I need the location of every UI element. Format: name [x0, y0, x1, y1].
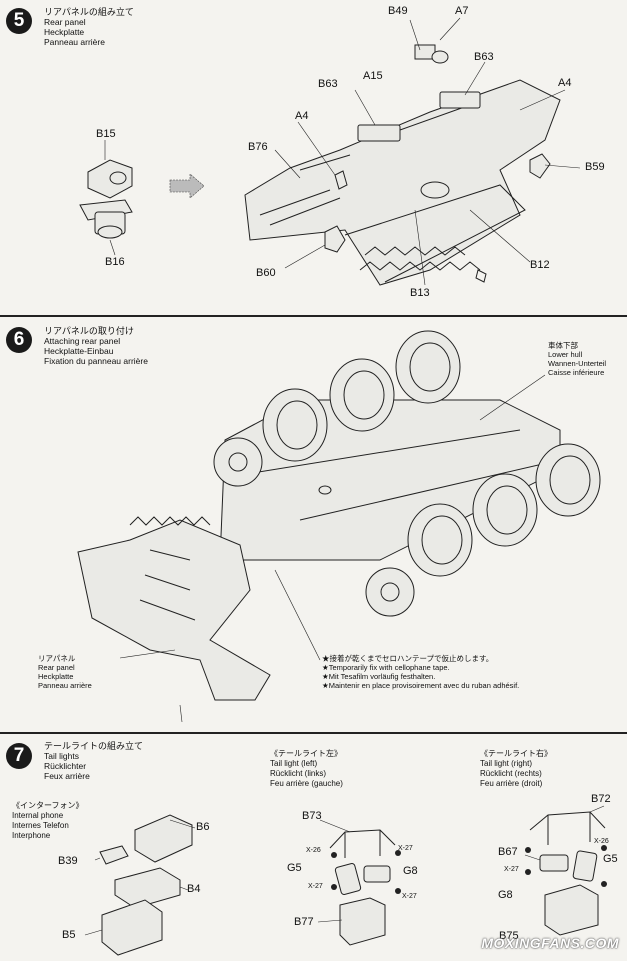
rear-panel-en: Rear panel — [38, 663, 75, 672]
part-label-g5-left: G5 — [287, 862, 302, 874]
step-5-title: リアパネルの組み立て Rear panel Heckplatte Panneau… — [44, 7, 134, 47]
step-7-number: 7 — [6, 743, 32, 769]
left-jp: 《テールライト左》 — [270, 749, 342, 758]
part-label-a7: A7 — [455, 5, 469, 17]
part-label-x27-right: X-27 — [504, 866, 519, 873]
left-en: Tail light (left) — [270, 759, 318, 768]
step-5-title-fr: Panneau arrière — [44, 37, 105, 47]
step-6-title: リアパネルの取り付け Attaching rear panel Heckplat… — [44, 326, 148, 366]
step-divider-5-6 — [0, 315, 627, 317]
right-jp: 《テールライト右》 — [480, 749, 552, 758]
part-label-b15: B15 — [96, 128, 116, 140]
tape-note-jp: ★接着が乾くまでセロハンテープで仮止めします。 — [322, 654, 494, 663]
tail-light-left-drawing — [317, 819, 401, 946]
direction-arrow — [169, 173, 205, 199]
part-label-a4-left: A4 — [295, 110, 309, 122]
part-label-b60: B60 — [256, 267, 276, 279]
part-label-g8-left: G8 — [403, 865, 418, 877]
part-label-b63-right: B63 — [474, 51, 494, 63]
tape-note: ★接着が乾くまでセロハンテープで仮止めします。 ★Temporarily fix… — [322, 654, 519, 690]
part-label-a15: A15 — [363, 70, 383, 82]
step-5-number: 5 — [6, 8, 32, 34]
part-label-b73: B73 — [302, 810, 322, 822]
lower-hull-de: Wannen-Unterteil — [548, 359, 607, 368]
step-7-title-de: Rücklichter — [44, 761, 87, 771]
tail-light-right-drawing — [524, 805, 607, 936]
part-label-b13: B13 — [410, 287, 430, 299]
rear-panel-jp: リアパネル — [38, 654, 76, 663]
part-label-x27-left-top: X-27 — [398, 845, 413, 852]
part-label-x26-left: X-26 — [306, 847, 321, 854]
step-7-title-jp: テールライトの組み立て — [44, 741, 144, 751]
tape-note-fr: ★Maintenir en place provisoirement avec … — [322, 681, 520, 690]
b15-b16-hinge-drawing — [79, 140, 133, 256]
phone-jp: 《インターフォン》 — [12, 801, 84, 810]
internal-phone-heading: 《インターフォン》 Internal phone Internes Telefo… — [12, 801, 84, 841]
right-en: Tail light (right) — [480, 759, 533, 768]
phone-de: Internes Telefon — [12, 821, 69, 830]
lower-hull-jp: 車体下部 — [548, 341, 578, 350]
part-label-b6: B6 — [196, 821, 210, 833]
step-6-title-fr: Fixation du panneau arrière — [44, 356, 148, 366]
phone-en: Internal phone — [12, 811, 64, 820]
phone-fr: Interphone — [12, 831, 51, 840]
tail-light-right-heading: 《テールライト右》 Tail light (right) Rücklicht (… — [480, 749, 552, 789]
part-label-a4-right: A4 — [558, 77, 572, 89]
part-label-b63-left: B63 — [318, 78, 338, 90]
tail-light-left-heading: 《テールライト左》 Tail light (left) Rücklicht (l… — [270, 749, 343, 789]
lower-hull-en: Lower hull — [548, 350, 583, 359]
step-6-title-de: Heckplatte-Einbau — [44, 346, 114, 356]
tape-note-en: ★Temporarily fix with cellophane tape. — [322, 663, 450, 672]
step-7-title: テールライトの組み立て Tail lights Rücklichter Feux… — [44, 741, 143, 781]
part-label-b67: B67 — [498, 846, 518, 858]
step-5-title-en: Rear panel — [44, 17, 86, 27]
part-label-b72: B72 — [591, 793, 611, 805]
part-label-b76: B76 — [248, 141, 268, 153]
part-label-b16: B16 — [105, 256, 125, 268]
step-5-title-jp: リアパネルの組み立て — [44, 7, 134, 17]
right-fr: Feu arrière (droit) — [480, 779, 543, 788]
left-de: Rücklicht (links) — [270, 769, 327, 778]
rear-panel-assembly-drawing — [244, 17, 581, 286]
tape-note-de: ★Mit Tesafilm vorläufig festhalten. — [322, 672, 436, 681]
step-7-title-fr: Feux arrière — [44, 771, 90, 781]
step-divider-6-7 — [0, 732, 627, 734]
part-label-g5-right: G5 — [603, 853, 618, 865]
part-label-b77: B77 — [294, 916, 314, 928]
part-label-b75: B75 — [499, 930, 519, 942]
lower-hull-fr: Caisse inférieure — [548, 368, 605, 377]
right-de: Rücklicht (rechts) — [480, 769, 542, 778]
part-label-g8-right: G8 — [498, 889, 513, 901]
left-fr: Feu arrière (gauche) — [270, 779, 343, 788]
rear-panel-fr: Panneau arrière — [38, 681, 92, 690]
rear-panel-de: Heckplatte — [38, 672, 74, 681]
lower-hull-drawing — [77, 330, 601, 723]
part-label-b12: B12 — [530, 259, 550, 271]
rear-panel-label: リアパネル Rear panel Heckplatte Panneau arri… — [38, 654, 92, 690]
watermark: MOXINGFANS.COM — [481, 935, 619, 951]
part-label-x26-right: X-26 — [594, 838, 609, 845]
step-5-title-de: Heckplatte — [44, 27, 85, 37]
internal-phone-drawing — [84, 814, 196, 956]
part-label-b59: B59 — [585, 161, 605, 173]
part-label-b39: B39 — [58, 855, 78, 867]
step-6-title-en: Attaching rear panel — [44, 336, 121, 346]
part-label-b49: B49 — [388, 5, 408, 17]
step-6-number: 6 — [6, 327, 32, 353]
step-7-title-en: Tail lights — [44, 751, 79, 761]
part-label-b5: B5 — [62, 929, 76, 941]
step-6-title-jp: リアパネルの取り付け — [44, 326, 134, 336]
part-label-b4: B4 — [187, 883, 201, 895]
part-label-x27-left-mid: X-27 — [308, 883, 323, 890]
part-label-x27-left-bottom: X-27 — [402, 893, 417, 900]
lower-hull-label: 車体下部 Lower hull Wannen-Unterteil Caisse … — [548, 341, 606, 377]
